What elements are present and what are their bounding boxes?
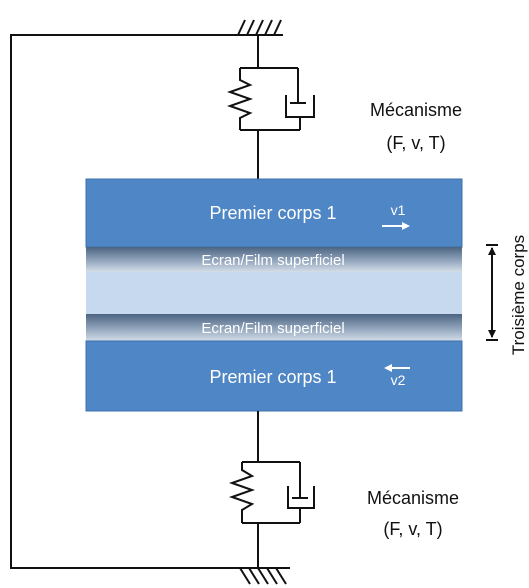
ground-top [233,19,283,36]
damper-top [285,68,315,130]
velocity-v1-label: v1 [391,202,406,218]
arrow-left-icon [384,364,410,372]
damper-bottom [287,462,315,523]
film-bottom-label: Ecran/Film superficiel [201,320,344,337]
film-top-label: Ecran/Film superficiel [201,252,344,269]
ground-bottom [236,567,290,585]
mechanism-top-linkage [226,35,315,179]
first-body-top-label: Premier corps 1 [209,203,336,223]
film-bottom [86,314,462,341]
first-body-bottom [85,340,463,412]
mechanism-bottom-linkage [228,411,315,568]
film-top [86,247,462,272]
spring-top [226,68,254,130]
mechanism-bottom-params: (F, v, T) [383,519,442,539]
third-body-bracket [486,244,498,341]
mechanism-top-title: Mécanisme [370,100,462,120]
velocity-v2-label: v2 [391,372,406,388]
mechanism-bottom-title: Mécanisme [367,488,459,508]
third-body [86,272,462,314]
first-body-bottom-label: Premier corps 1 [209,367,336,387]
outer-frame [10,34,258,569]
spring-bottom [228,462,256,523]
first-body-top [85,178,463,248]
mechanism-top-params: (F, v, T) [386,133,445,153]
body-stack [85,178,463,412]
third-body-label: Troisième corps [509,235,528,355]
arrow-right-icon [382,222,410,230]
